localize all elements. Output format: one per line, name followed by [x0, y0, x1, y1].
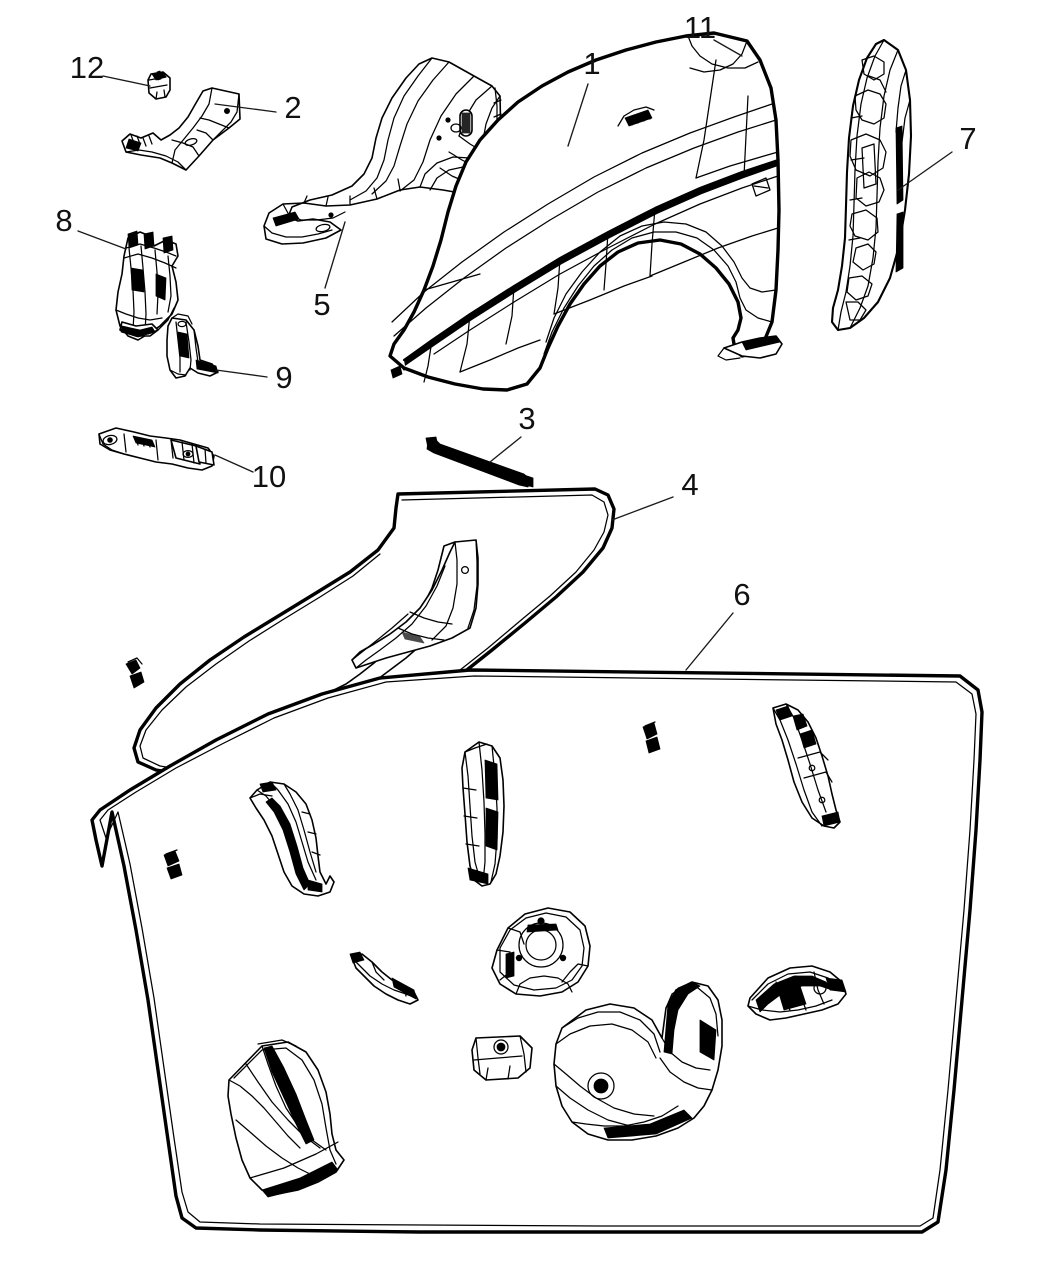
leader-3	[489, 436, 522, 463]
panel6-shock-tower[interactable]	[491, 907, 591, 997]
leader-7	[897, 151, 953, 191]
panel6-bracket-upper-left[interactable]	[249, 781, 335, 897]
panel6-engine-mount-bracket[interactable]	[553, 981, 723, 1141]
panel6-clip-upper	[642, 721, 661, 754]
leader-12	[102, 75, 151, 87]
callout-label-12: 12	[70, 50, 104, 85]
callout-label-11: 11	[684, 10, 716, 45]
callout-label-3: 3	[518, 401, 535, 436]
leader-11	[713, 39, 743, 57]
leader-2	[214, 103, 277, 113]
part-push-nut[interactable]	[147, 70, 171, 100]
callout-label-9: 9	[275, 360, 292, 395]
callout-label-10: 10	[252, 459, 286, 494]
callout-label-8: 8	[55, 203, 72, 238]
part-hinge-bracket-assembly[interactable]	[115, 230, 179, 341]
part-front-structure-panel[interactable]	[90, 668, 984, 1234]
part-fender-liner[interactable]	[830, 38, 913, 332]
leader-8	[77, 230, 127, 250]
part-support-rod[interactable]	[425, 436, 534, 488]
leader-5	[324, 221, 346, 289]
callout-label-4: 4	[681, 467, 698, 502]
panel6-clip-left	[163, 849, 183, 880]
panel6-bracket-lower-right[interactable]	[747, 965, 847, 1021]
callout-label-2: 2	[284, 90, 301, 125]
panel6-small-arm[interactable]	[349, 951, 419, 1005]
callout-label-1: 1	[583, 46, 600, 81]
panel6-bracket-lower-left[interactable]	[227, 1039, 345, 1198]
callout-numbers: 1 2 3 4 5 6 7 8 9 10 11 12	[55, 10, 976, 612]
callout-label-7: 7	[959, 121, 976, 156]
leader-1	[567, 83, 589, 147]
panel-clip-left	[125, 657, 145, 689]
panel6-rail-upper-center[interactable]	[461, 741, 505, 887]
callout-leaders	[77, 39, 953, 671]
callout-label-5: 5	[313, 287, 330, 322]
part-upper-reinforcement-bracket[interactable]	[121, 87, 241, 171]
part-fender-panel[interactable]	[388, 31, 783, 392]
leader-6	[685, 612, 734, 671]
panel6-bracket-upper-right[interactable]	[772, 703, 841, 829]
callout-label-6: 6	[733, 577, 750, 612]
part-lower-support-bracket[interactable]	[166, 313, 219, 379]
part-latch-striker-bracket[interactable]	[98, 427, 215, 471]
leader-4	[611, 496, 674, 521]
panel6-plate-nut[interactable]	[471, 1035, 533, 1081]
leader-9	[215, 369, 268, 378]
leader-10	[214, 454, 254, 473]
